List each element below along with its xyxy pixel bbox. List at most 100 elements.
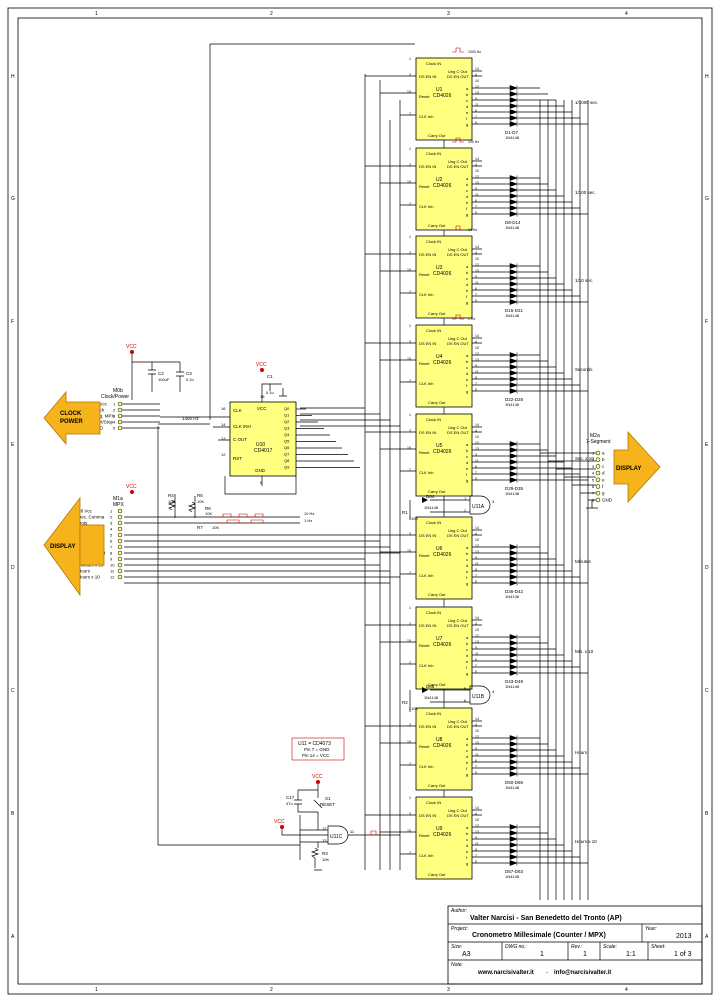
m1a-pin-number: 7 (110, 545, 113, 550)
counter-ref: U8 (436, 737, 443, 743)
m2a-pin-number: 6 (592, 484, 595, 489)
u10-vcc-label: VCC (257, 406, 267, 411)
clock-in-label: Clock IN (426, 610, 441, 615)
u10-pin-8: 8 (260, 480, 263, 485)
pin-number: 6 (475, 465, 477, 469)
diode-range: D8-D14 (505, 220, 521, 225)
segment-e-label: e (466, 659, 469, 664)
m2a-pin-label: c (602, 464, 605, 469)
pin-number: 14 (475, 245, 479, 249)
pin-number: 7 (475, 205, 477, 209)
digit-label: Hours x 10 (575, 839, 597, 844)
segment-a-label: a (466, 264, 469, 269)
pin-number: 4 (475, 532, 477, 536)
segment-e-label: e (466, 849, 469, 854)
pin-number: 5 (475, 121, 477, 125)
segment-b-label: b (466, 270, 469, 275)
reset-label: Reset (419, 833, 430, 838)
u10-clkinh-label: CLK INH (233, 424, 251, 429)
ds-en-in-label: DS EN IN (419, 430, 436, 435)
segment-c-label: c (466, 98, 468, 103)
display-left-text: DISPLAY (50, 544, 75, 550)
counter-ref: U7 (436, 636, 443, 642)
grid-row-B: B (11, 811, 15, 817)
note-label: Note: (451, 962, 464, 968)
note-line1: U11 = CD4073 (298, 741, 331, 747)
clk-inh-label: CLK Inh (419, 470, 433, 475)
carry-out-label: Carry Out (428, 133, 446, 138)
pin-number: 14 (475, 67, 479, 71)
digit-label: 1/1000 sec. (575, 100, 598, 105)
grid-row-F: F (11, 319, 14, 325)
c2-value: 100uF (158, 377, 170, 382)
diode-type: 1N4148 (505, 491, 520, 496)
diode-range: D22-D28 (505, 397, 524, 402)
pin-number: 3 (409, 532, 411, 536)
segment-d-label: d (466, 843, 468, 848)
pin-number: 12 (475, 175, 479, 179)
pin-number: 2 (409, 851, 411, 855)
s1-ref: S1 (325, 796, 331, 801)
pin-number: 3 (409, 812, 411, 816)
m0b-title: M0b (113, 388, 123, 394)
ds-en-in-label: DS EN IN (419, 74, 436, 79)
pin-number: 1 (409, 606, 411, 610)
m0b-connector: M0b Clock/Power +8 Vcc1Clock2Freq. MPX3S… (93, 388, 160, 431)
display-right-text: DISPLAY (616, 466, 641, 472)
u11b-gate (469, 685, 491, 705)
diode-type: 1N4148 (505, 594, 520, 599)
digit-label: Min. x 10 (575, 649, 594, 654)
segment-e-label: e (466, 200, 469, 205)
segment-a-label: a (466, 825, 469, 830)
segment-f-label: f (466, 383, 468, 388)
grid-row-right-E: E (705, 442, 709, 448)
reset-label: Reset (419, 744, 430, 749)
diode-type: 1N4148 (505, 225, 520, 230)
pin-number: 10 (475, 729, 479, 733)
segment-a-label: a (466, 353, 469, 358)
m1a-pin-label: Hours (78, 569, 91, 574)
pin-number: 14 (475, 526, 479, 530)
website-value: www.narcisivalter.it (477, 970, 534, 976)
s1-label: RESET (320, 802, 335, 807)
m1a-pin-label: Hours x 10 (78, 575, 100, 580)
pin-number: 2 (409, 571, 411, 575)
reset-switch (313, 799, 323, 809)
pin-number: 2 (409, 202, 411, 206)
u11a-pin-1: 1 (464, 496, 467, 501)
pin-number: 14 (475, 157, 479, 161)
segment-f-label: f (466, 472, 468, 477)
author-label: Author: (450, 908, 468, 914)
pin-number: 6 (475, 848, 477, 852)
pin-number: 12 (475, 735, 479, 739)
m2a-subtitle: 7-Segment (586, 439, 611, 445)
clock-in-label: Clock IN (426, 61, 441, 66)
ds-en-in-label: DS EN IN (419, 623, 436, 628)
ung-c-out-label: Ung C Out (448, 425, 468, 430)
grid-col-1: 1 (95, 11, 98, 17)
display-arrow-left: DISPLAY (43, 496, 105, 597)
ds-en-out-label: DS EN OUT (447, 623, 469, 628)
ds-en-out-label: DS EN OUT (447, 813, 469, 818)
clk-inh-label: CLK Inh (419, 292, 433, 297)
m2a-pin-label: a (602, 451, 605, 456)
pin-number: 9 (475, 836, 477, 840)
note-sep: - (546, 970, 548, 976)
pin-number: 11 (475, 459, 479, 463)
carry-out-label: Carry Out (428, 489, 446, 494)
diode-type: 1N4148 (505, 785, 520, 790)
pin-number: 7 (475, 664, 477, 668)
pin-number: 2 (409, 379, 411, 383)
m1a-pin-number: 12 (110, 575, 115, 580)
pin-number: 5 (475, 388, 477, 392)
u10-pin-12: 12 (221, 452, 226, 457)
pin-number: 12 (475, 634, 479, 638)
counter-part: CD4026 (433, 93, 452, 99)
ung-c-out-label: Ung C Out (448, 69, 468, 74)
pin-number: 11 (475, 562, 479, 566)
pin-number: 4 (475, 812, 477, 816)
pin-number: 10 (475, 169, 479, 173)
